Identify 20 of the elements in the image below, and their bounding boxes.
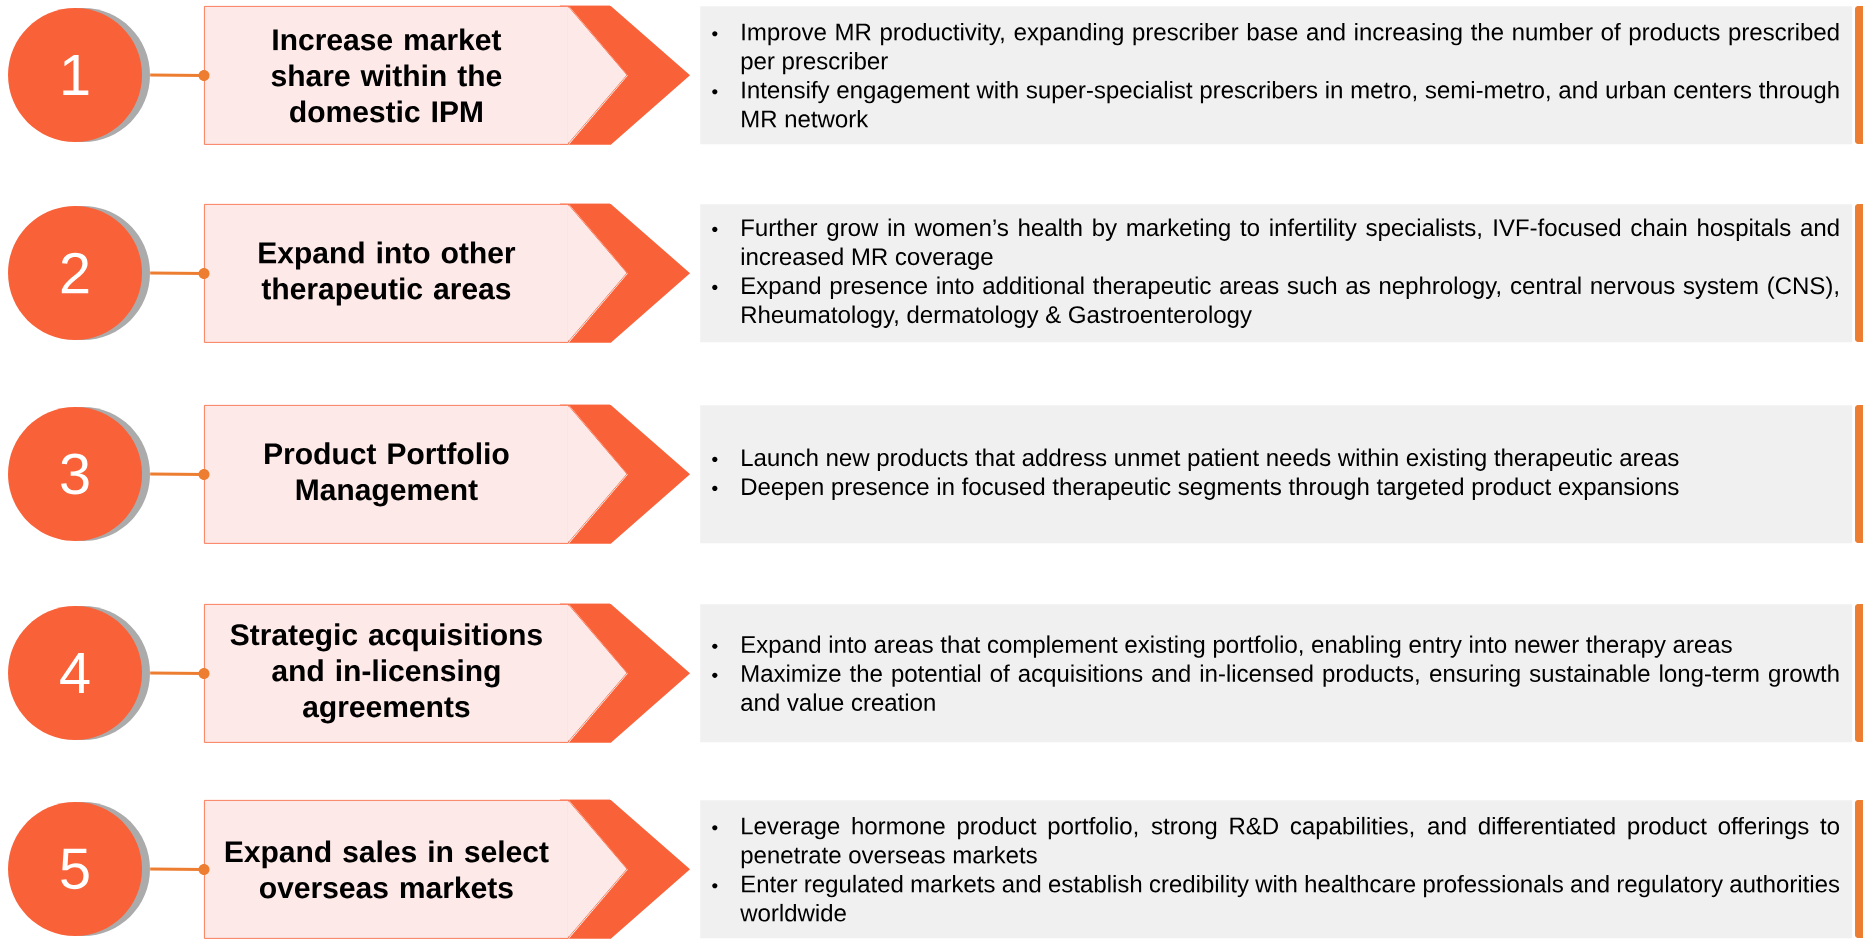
title-box: Product Portfolio Management — [198, 404, 628, 544]
chevron-arrow — [568, 204, 690, 343]
bullet-panel: Expand into areas that complement existing portfolio, enabling entry into newer therapy areas Maximize the potential of acquisitions and in-licensed products, ensuring sustainable long-term growth and value creation — [700, 604, 1863, 743]
connector-line — [150, 867, 205, 871]
bullet-panel: Leverage hormone product portfolio, strong R&D capabilities, and differentiated product offerings to penetrate overseas markets Enter regulated markets and establish credibility with healthcare professionals and regulatory authorities worldwide — [700, 800, 1863, 939]
connector-line — [150, 472, 205, 476]
bullet-panel: Improve MR productivity, expanding prescriber base and increasing the number of products prescribed per prescriber Intensify engagement with super-specialist prescribers in metro, semi-metro, and urban centers through MR network — [700, 6, 1863, 145]
title-box: Expand sales in select overseas markets — [198, 799, 628, 939]
connector-line — [150, 271, 205, 275]
title-box: Strategic acquisitions and in-licensing agreements — [198, 603, 628, 743]
chevron-arrow — [568, 6, 690, 145]
bullet-panel: Further grow in women’s health by marketing to infertility specialists, IVF-focused chain hospitals and increased MR coverage Expand presence into additional therapeutic areas such as nephrology, central nervous system (CNS), Rheumatology, dermatology & Gastroenterology — [700, 204, 1863, 343]
title-box: Increase market share within the domestic IPM — [198, 5, 628, 145]
bullet-panel: Launch new products that address unmet patient needs within existing therapeutic areas Deepen presence in focused therapeutic segments through targeted product expansions — [700, 405, 1863, 544]
chevron-arrow — [568, 405, 690, 544]
chevron-arrow — [568, 604, 690, 743]
chevron-arrow — [568, 800, 690, 939]
title-box: Expand into other therapeutic areas — [198, 203, 628, 343]
connector-line — [150, 671, 205, 675]
connector-line — [150, 73, 205, 77]
